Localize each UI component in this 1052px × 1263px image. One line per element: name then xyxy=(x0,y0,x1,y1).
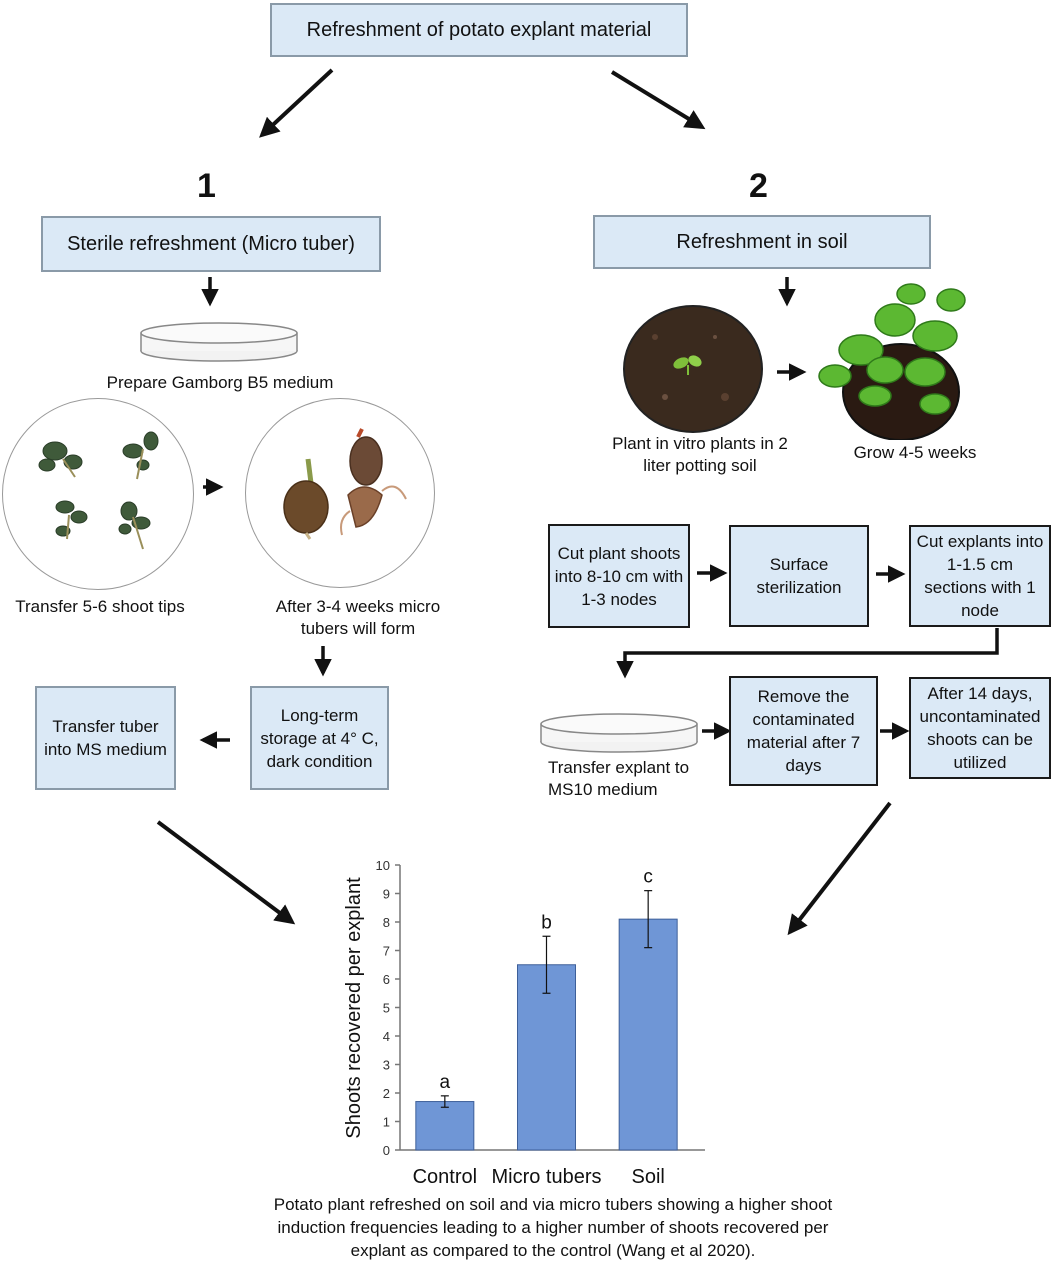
cut-explants-box: Cut explants into 1-1.5 cm sections with… xyxy=(909,525,1051,627)
y-tick-label: 0 xyxy=(383,1143,390,1158)
x-category-label: Micro tubers xyxy=(491,1166,601,1188)
plant-in-vitro-label: Plant in vitro plants in 2 liter potting… xyxy=(612,434,788,475)
branch1-heading: Sterile refreshment (Micro tuber) xyxy=(67,232,355,255)
grown-plant-drawing xyxy=(818,283,966,440)
shoot-tips-label: Transfer 5-6 shoot tips xyxy=(15,597,185,616)
y-tick-label: 8 xyxy=(383,915,390,930)
significance-letter: b xyxy=(541,912,552,933)
arrow-branch2-to-chart xyxy=(787,801,892,936)
y-tick-label: 7 xyxy=(383,944,390,959)
y-tick-label: 6 xyxy=(383,972,390,987)
after-14-days-text: After 14 days, uncontaminated shoots can… xyxy=(919,684,1041,772)
micro-tubers-drawing xyxy=(283,428,407,540)
title-box: Refreshment of potato explant material xyxy=(270,3,688,57)
micro-tubers-label: After 3-4 weeks micro tubers will form xyxy=(275,597,441,638)
shoot-tips-drawing xyxy=(38,431,159,550)
y-tick-label: 9 xyxy=(383,887,390,902)
cut-shoots-box: Cut plant shoots into 8-10 cm with 1-3 n… xyxy=(548,524,690,628)
remove-contaminated-box: Remove the contaminated material after 7… xyxy=(729,676,878,786)
seedling-pot-image xyxy=(623,305,763,433)
arrow-title-to-branch1 xyxy=(259,68,334,138)
arrow-title-to-branch2 xyxy=(610,70,706,130)
cut-shoots-text: Cut plant shoots into 8-10 cm with 1-3 n… xyxy=(554,543,684,609)
micro-tubers-image xyxy=(245,398,435,588)
x-category-label: Control xyxy=(413,1166,477,1188)
branch2-heading: Refreshment in soil xyxy=(676,230,848,253)
bar xyxy=(415,1101,475,1151)
transfer-tuber-box: Transfer tuber into MS medium xyxy=(35,686,176,790)
significance-letter: a xyxy=(440,1072,451,1093)
after-14-days-box: After 14 days, uncontaminated shoots can… xyxy=(909,677,1051,779)
branch1-heading-box: Sterile refreshment (Micro tuber) xyxy=(41,216,381,272)
arrow-branch1-to-chart xyxy=(156,820,296,925)
x-category-label: Soil xyxy=(631,1166,664,1188)
cut-explants-text: Cut explants into 1-1.5 cm sections with… xyxy=(916,532,1044,620)
figure-caption: Potato plant refreshed on soil and via m… xyxy=(273,1195,833,1260)
y-tick-label: 3 xyxy=(383,1058,390,1073)
grow-weeks-label: Grow 4-5 weeks xyxy=(853,443,977,462)
surface-sterilization-box: Surface sterilization xyxy=(729,525,869,627)
y-tick-label: 1 xyxy=(383,1115,390,1130)
long-term-storage-box: Long-term storage at 4° C, dark conditio… xyxy=(250,686,389,790)
ms10-medium-label: Transfer explant to MS10 medium xyxy=(548,758,690,799)
y-tick-label: 5 xyxy=(383,1001,390,1016)
arrow-explants-to-dish xyxy=(616,628,999,679)
y-tick-label: 2 xyxy=(383,1086,390,1101)
remove-contaminated-text: Remove the contaminated material after 7… xyxy=(746,687,861,775)
bar xyxy=(517,964,576,1151)
seedling-drawing xyxy=(652,334,729,401)
chart-ylabel: Shoots recovered per explant xyxy=(343,877,365,1139)
branch2-number: 2 xyxy=(749,167,768,205)
grown-plant-image xyxy=(815,280,977,440)
y-tick-label: 10 xyxy=(376,858,390,873)
shoot-tips-image xyxy=(2,398,194,590)
b5-medium-label: Prepare Gamborg B5 medium xyxy=(106,373,334,392)
branch2-heading-box: Refreshment in soil xyxy=(593,215,931,269)
significance-letter: c xyxy=(643,867,653,888)
branch1-number: 1 xyxy=(197,167,216,205)
surface-sterilization-text: Surface sterilization xyxy=(756,555,842,597)
transfer-tuber-text: Transfer tuber into MS medium xyxy=(44,717,167,759)
long-term-storage-text: Long-term storage at 4° C, dark conditio… xyxy=(260,705,379,771)
y-tick-label: 4 xyxy=(383,1029,390,1044)
bar xyxy=(618,918,678,1151)
title-text: Refreshment of potato explant material xyxy=(306,18,652,41)
